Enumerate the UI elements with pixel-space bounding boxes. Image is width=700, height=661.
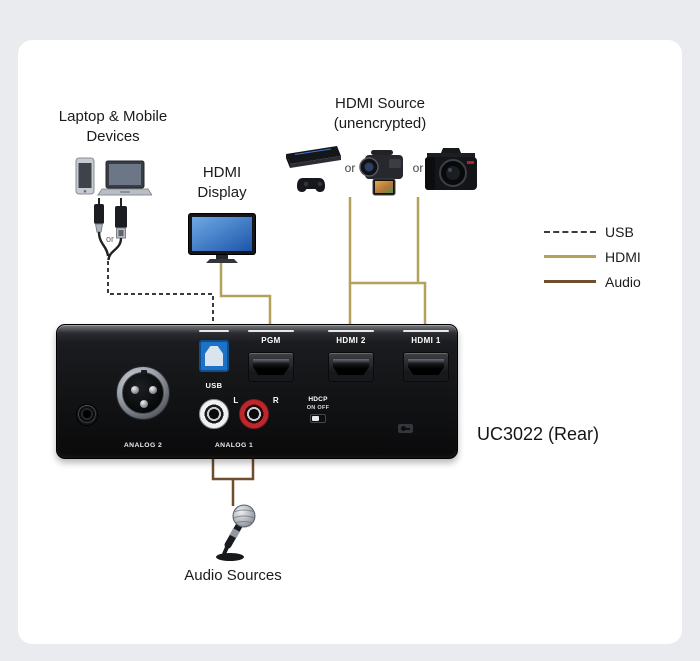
device-name-label: UC3022 (Rear) xyxy=(477,424,600,444)
usb-port-top-mark xyxy=(199,330,229,332)
hdmi-display-label: HDMI Display xyxy=(197,164,247,201)
analog1-label: ANALOG 1 xyxy=(214,442,254,449)
hdmi2-opening xyxy=(333,359,369,375)
rca-right-jack xyxy=(239,399,269,429)
dslr-camera-icon xyxy=(423,144,479,203)
xlr-pin xyxy=(149,386,157,394)
legend-label-audio: Audio xyxy=(605,273,641,290)
analog2-label: ANALOG 2 xyxy=(123,442,163,449)
rca-right-label: R xyxy=(272,396,280,405)
hdmi1-port-label: HDMI 1 xyxy=(411,336,441,345)
hdcp-switch-knob xyxy=(312,416,319,421)
pgm-port-label: PGM xyxy=(261,336,281,345)
smartphone-icon xyxy=(75,156,95,201)
xlr-connector xyxy=(116,366,170,420)
pgm-port-top-mark xyxy=(248,330,294,332)
usb-b-port-opening xyxy=(205,346,223,366)
kensington-lock-slot xyxy=(398,424,413,433)
xlr-pin xyxy=(140,400,148,408)
hdmi1-opening xyxy=(408,359,444,375)
audio-line-swatch xyxy=(544,280,596,283)
laptop-icon xyxy=(96,160,153,203)
usb-line-swatch xyxy=(544,230,596,233)
hdcp-label: HDCP xyxy=(308,396,328,403)
hdmi2-port-label: HDMI 2 xyxy=(336,336,366,345)
microphone-icon xyxy=(206,500,260,567)
power-jack xyxy=(76,404,98,426)
legend-label-hdmi: HDMI xyxy=(605,248,641,265)
legend-item-audio: Audio xyxy=(544,269,700,294)
usb-cables-icon xyxy=(86,198,136,269)
or-text-source-1: or xyxy=(344,161,356,175)
legend: USB HDMI Audio xyxy=(544,219,700,294)
hdmi2-port-top-mark xyxy=(328,330,374,332)
laptop-mobile-label: Laptop & Mobile Devices xyxy=(58,108,168,145)
xlr-pin xyxy=(131,386,139,394)
or-text-cables: or xyxy=(105,234,114,244)
hdmi1-port-top-mark xyxy=(403,330,449,332)
pgm-hdmi-opening xyxy=(253,359,289,375)
hdmi-source-label: HDMI Source (unencrypted) xyxy=(333,95,427,132)
legend-item-hdmi: HDMI xyxy=(544,244,700,269)
usb-b-port xyxy=(199,340,229,372)
audio-sources-label: Audio Sources xyxy=(184,567,282,584)
uc3022-rear-panel: PGM HDMI 2 HDMI 1 USB L R ANALOG 1 ANALO… xyxy=(56,324,458,459)
rca-left-jack xyxy=(199,399,229,429)
hdmi-line-swatch xyxy=(544,255,596,258)
game-console-icon xyxy=(285,144,347,203)
xlr-latch-notch xyxy=(141,370,147,374)
camcorder-icon xyxy=(359,148,411,203)
hdmi-display-monitor-icon xyxy=(188,213,256,268)
rca-left-label: L xyxy=(233,396,239,405)
hdmi1-port xyxy=(403,352,449,382)
pgm-hdmi-port xyxy=(248,352,294,382)
legend-item-usb: USB xyxy=(544,219,700,244)
usb-port-label: USB xyxy=(205,381,223,390)
hdcp-on-off-label: ON OFF xyxy=(306,405,330,411)
legend-label-usb: USB xyxy=(605,223,634,240)
or-text-source-2: or xyxy=(412,161,424,175)
hdcp-switch xyxy=(310,414,326,423)
hdmi2-port xyxy=(328,352,374,382)
